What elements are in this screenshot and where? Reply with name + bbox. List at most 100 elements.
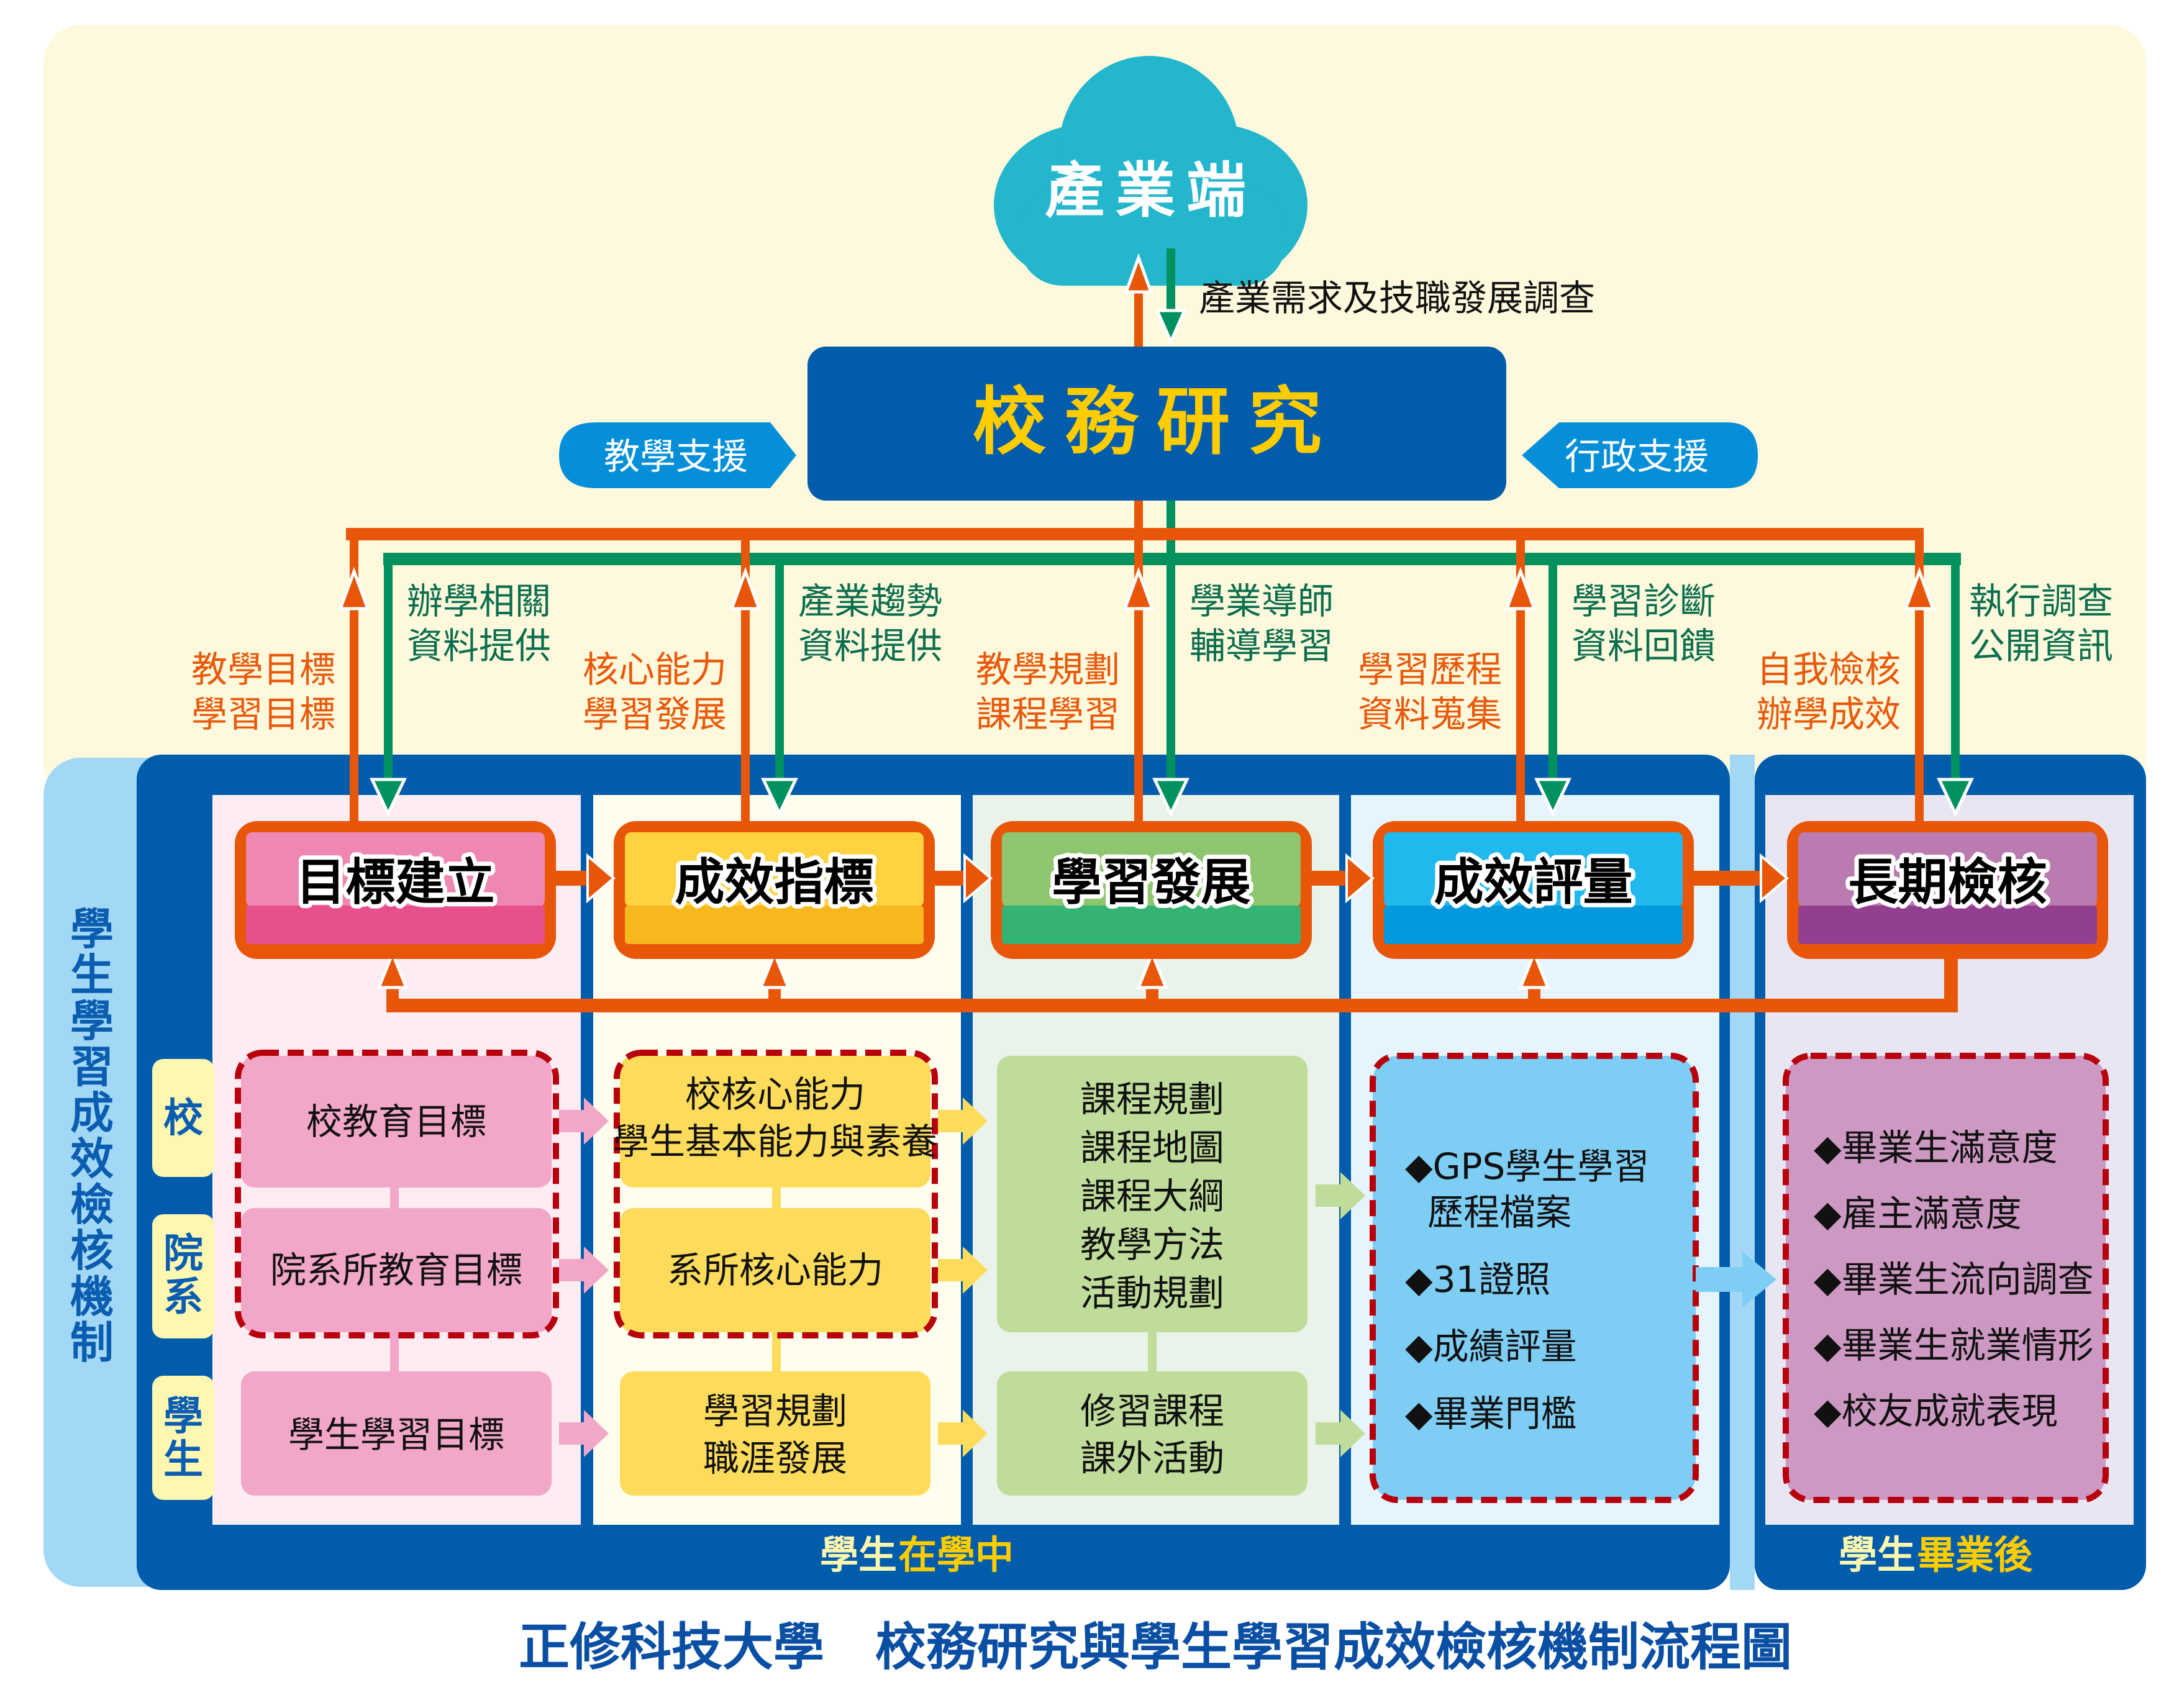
arrow-head-up [1122,566,1155,611]
arrow-head-down [761,778,798,817]
feedback-arrow-up [1518,949,1550,989]
teaching-support-bubble[interactable] [559,422,796,488]
stage-box[interactable]: 長期檢核 [1787,821,2108,959]
phase-after-part2: 畢業後 [1917,1532,2033,1578]
flow-up-label: 辦學成效 [1757,693,1901,735]
goal-item-box [241,1056,552,1188]
indicator-item-box [620,1371,930,1496]
green-arrow-down [1167,559,1175,783]
goal-dashed-group [235,1050,559,1338]
stage-label: 長期檢核 [1849,853,2047,911]
phase-gap [1730,755,1755,1590]
indicator-item-text: 職涯發展 [703,1437,847,1479]
flow-down-label: 資料提供 [798,625,942,667]
stage-label: 成效評量 [1434,853,1633,911]
side-label-char: 學 [70,996,114,1047]
arrow-head-down [1534,778,1571,817]
development-item-text: 課程規劃 [1080,1078,1224,1120]
flow-down-label: 學習診斷 [1571,580,1716,622]
stage-box[interactable]: 成效評量 [1373,821,1694,959]
flow-arrow [938,1410,988,1457]
teaching-support-label: 教學支援 [604,435,748,478]
flow-up-label: 學習發展 [583,693,727,735]
longterm-item-text: ◆校友成就表現 [1814,1390,2058,1432]
development-item-text: 教學方法 [1080,1224,1224,1266]
evaluation-item-text: ◆畢業門檻 [1405,1392,1577,1435]
evaluation-item-text: ◆GPS學生學習 [1405,1145,1649,1188]
arrow-down-from-industry [1167,248,1175,311]
institutional-research-box[interactable] [807,347,1506,501]
flow-arrow [1316,1410,1365,1457]
arrow-head-down [1152,778,1189,817]
arrow-head-down [1937,778,1974,817]
flow-arrow [938,1247,988,1294]
indicator-item-box [620,1208,930,1332]
stage-arrow [963,853,993,904]
row-label-char: 院 [163,1231,203,1277]
flow-up-label: 核心能力 [583,648,727,691]
goal-item-box [241,1371,552,1496]
arrow-head-up [338,566,370,611]
flow-arrow [559,1410,609,1457]
goal-item-text: 校教育目標 [306,1101,486,1143]
admin-support-label: 行政支援 [1565,435,1709,478]
stage-box[interactable]: 目標建立 [235,821,556,959]
row-label-char: 生 [163,1437,203,1483]
arrow-head-down [370,778,407,817]
green-arrow-down [1549,559,1557,783]
phase-in-school-part1: 學生 [820,1532,897,1578]
evaluation-item-text: ◆31證照 [1405,1258,1550,1301]
green-arrow-down [775,559,784,783]
goal-item-text: 學生學習目標 [288,1414,504,1456]
flow-down-label: 輔導學習 [1189,625,1334,667]
diagram-title: 正修科技大學 校務研究與學生學習成效檢核機制流程圖 [519,1618,1792,1677]
industry-survey-label: 產業需求及技職發展調查 [1199,277,1595,319]
row-label-char: 系 [163,1274,203,1320]
side-label-char: 檢 [70,1179,114,1230]
side-label-char: 生 [70,950,114,1001]
side-label-vertical: 學生學習成效檢核機制 [70,904,114,1368]
feedback-arrow-up [376,949,409,989]
flow-down-label: 資料回饋 [1571,625,1716,667]
flow-up-label: 學習歷程 [1358,648,1502,691]
longterm-box [1783,1053,2109,1503]
longterm-item-text: ◆雇主滿意度 [1814,1192,2022,1235]
flow-down-label: 公開資訊 [1969,625,2113,667]
development-item-text: 活動規劃 [1080,1272,1224,1314]
goal-item-box [241,1208,552,1332]
cloud-icon [994,56,1308,286]
indicator-item-box [620,1056,930,1188]
flow-arrow [559,1247,609,1294]
stage-box[interactable]: 學習發展 [991,821,1312,959]
side-label-char: 核 [70,1225,114,1276]
indicator-item-text: 校核心能力 [685,1073,865,1115]
phase-after-part1: 學生 [1839,1532,1916,1578]
flow-arrow [938,1097,988,1145]
development-item-box [997,1056,1308,1332]
stage-label: 目標建立 [296,853,495,911]
development-item-text: 課程大綱 [1080,1175,1224,1217]
flow-arrow [1316,1172,1365,1219]
green-arrow-down [384,559,393,783]
stage-label: 成效指標 [675,853,874,911]
flow-down-label: 資料提供 [407,625,551,667]
row-label-char: 學 [163,1394,203,1440]
stage-arrow [1345,853,1375,904]
side-label-char: 制 [70,1317,114,1368]
goal-item-text: 院系所教育目標 [270,1249,522,1291]
side-label: 學生學習成效檢核機制 [0,0,435,11]
indicator-item-text: 學生基本能力與素養 [613,1120,937,1163]
development-item-text: 修習課程 [1080,1390,1224,1432]
admin-support-bubble[interactable] [1522,422,1758,488]
ir-title: 校務研究 [973,379,1340,465]
stage-box[interactable]: 成效指標 [614,821,935,959]
longterm-item-text: ◆畢業生就業情形 [1814,1324,2094,1366]
flow-up-label: 自我檢核 [1757,648,1901,691]
feedback-bus [386,999,1958,1012]
row-tab-college [152,1214,214,1338]
longterm-item-text: ◆畢業生滿意度 [1814,1127,2058,1169]
flow-up-label: 學習目標 [191,693,335,735]
flow-up-label: 資料蒐集 [1358,693,1502,735]
